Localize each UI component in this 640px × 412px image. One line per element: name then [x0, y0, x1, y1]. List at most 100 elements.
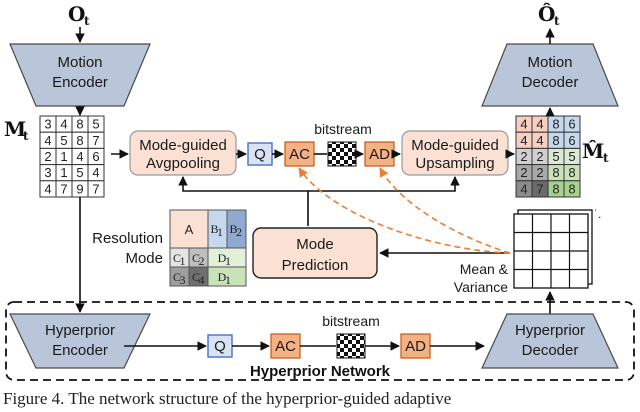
svg-text:Mode: Mode [296, 236, 334, 253]
input-grid-value: 8 [76, 117, 83, 132]
svg-text:Hyperprior: Hyperprior [45, 322, 115, 339]
svg-text:C: C [173, 270, 181, 284]
bitstream-label-top: bitstream [314, 121, 372, 137]
output-grid-value: 8 [552, 133, 559, 148]
input-grid-value: 4 [60, 117, 67, 132]
svg-text:2: 2 [236, 225, 242, 239]
svg-text:1: 1 [225, 254, 231, 268]
svg-text:Resolution: Resolution [92, 230, 163, 247]
bitstream-label-bottom: bitstream [322, 313, 380, 329]
quantizer-bottom: Q [207, 334, 233, 358]
input-grid-value: 9 [76, 181, 83, 196]
mode-prediction: Mode Prediction [252, 227, 378, 279]
input-grid-value: 7 [92, 133, 99, 148]
hyperprior-network-label: Hyperprior Network [250, 363, 391, 380]
mean-variance-tensor: ˙. [513, 207, 601, 289]
svg-text:AC: AC [275, 338, 296, 355]
arrow-mode-upsample [308, 176, 460, 192]
input-grid-value: 5 [60, 133, 67, 148]
output-grid-value: 8 [552, 181, 559, 196]
svg-text:3: 3 [180, 273, 186, 287]
arithmetic-coder-bottom: AC [270, 333, 301, 359]
hyperprior-network-box [5, 301, 635, 381]
input-grid-value: 4 [44, 181, 51, 196]
svg-text:Decoder: Decoder [522, 342, 579, 359]
svg-text:Q: Q [214, 338, 226, 355]
svg-text:Avgpooling: Avgpooling [146, 155, 220, 172]
output-grid-value: 5 [552, 149, 559, 164]
svg-text:Motion: Motion [57, 54, 102, 71]
svg-text:AC: AC [289, 146, 310, 163]
quantizer-top: Q [247, 142, 273, 166]
input-grid-value: 3 [44, 117, 51, 132]
svg-text:D: D [218, 270, 227, 284]
resolution-mode-grid: A B 1 B 2 C 1 C 2 D 1 C 3 C 4 D 1 [169, 209, 247, 287]
mean-variance-label: Mean & Variance [454, 261, 509, 295]
svg-text:Mode: Mode [125, 250, 163, 267]
input-grid-value: 8 [76, 133, 83, 148]
svg-text:Prediction: Prediction [282, 257, 349, 274]
svg-text:Q: Q [254, 146, 266, 163]
svg-text:t: t [84, 14, 90, 28]
output-grid-value: 4 [520, 117, 527, 132]
mode-guided-upsampling: Mode-guided Upsampling [401, 130, 509, 176]
output-grid-value: 2 [520, 149, 527, 164]
svg-text:M: M [4, 117, 26, 141]
svg-text:C: C [192, 270, 200, 284]
input-grid-value: 7 [60, 181, 67, 196]
output-grid-value: 8 [552, 117, 559, 132]
input-grid-value: 4 [92, 165, 99, 180]
svg-text:Mean &: Mean & [460, 261, 509, 277]
svg-text:A: A [185, 222, 194, 237]
input-grid-value: 1 [60, 165, 67, 180]
motion-field-label: M t [4, 117, 29, 143]
output-grid-value: 6 [568, 117, 575, 132]
svg-text:Hyperprior: Hyperprior [515, 322, 585, 339]
input-grid-cell [87, 180, 105, 198]
output-grid-value: 8 [568, 165, 575, 180]
svg-text:t: t [603, 151, 609, 165]
arithmetic-coder-top: AC [284, 141, 315, 167]
arrow-mode-avgpool [178, 176, 309, 226]
arithmetic-decoder-bottom: AD [400, 333, 431, 359]
figure-caption: Figure 4. The network structure of the h… [3, 389, 451, 408]
output-grid-value: 4 [536, 133, 543, 148]
svg-text:AD: AD [405, 338, 426, 355]
input-frame-label: O t [68, 2, 90, 28]
dashed-arrow-meanvar-ac [298, 167, 511, 254]
svg-text:D: D [218, 251, 227, 265]
output-grid-value: 2 [536, 165, 543, 180]
input-grid-value: 3 [44, 165, 51, 180]
input-grid-value: 4 [76, 149, 83, 164]
mode-guided-avgpooling: Mode-guided Avgpooling [129, 130, 237, 176]
input-grid-value: 7 [92, 181, 99, 196]
svg-text:˙.: ˙. [594, 207, 601, 221]
output-grid-value: 4 [520, 133, 527, 148]
svg-text:t: t [554, 14, 560, 28]
svg-text:Ô: Ô [538, 1, 555, 26]
bitstream-icon-top [327, 141, 357, 167]
svg-text:Encoder: Encoder [52, 74, 108, 91]
svg-text:4: 4 [199, 273, 205, 287]
svg-text:Encoder: Encoder [52, 342, 108, 359]
motion-encoder: Motion Encoder [9, 43, 151, 107]
svg-text:Variance: Variance [454, 279, 508, 295]
input-grid-value: 1 [60, 149, 67, 164]
svg-text:Upsampling: Upsampling [415, 155, 494, 172]
svg-text:1: 1 [217, 225, 223, 239]
output-grid-value: 4 [520, 181, 527, 196]
svg-text:C: C [192, 251, 200, 265]
hyperprior-decoder: Hyperprior Decoder [481, 313, 619, 369]
svg-text:Motion: Motion [527, 54, 572, 71]
input-grid-value: 5 [92, 117, 99, 132]
output-frame-label: Ô t [538, 1, 560, 28]
input-grid-value: 2 [44, 149, 51, 164]
svg-text:B: B [229, 222, 237, 236]
output-grid-value: 4 [536, 117, 543, 132]
motion-decoder: Motion Decoder [481, 43, 619, 107]
svg-text:1: 1 [180, 254, 186, 268]
output-grid-cell [563, 180, 581, 198]
